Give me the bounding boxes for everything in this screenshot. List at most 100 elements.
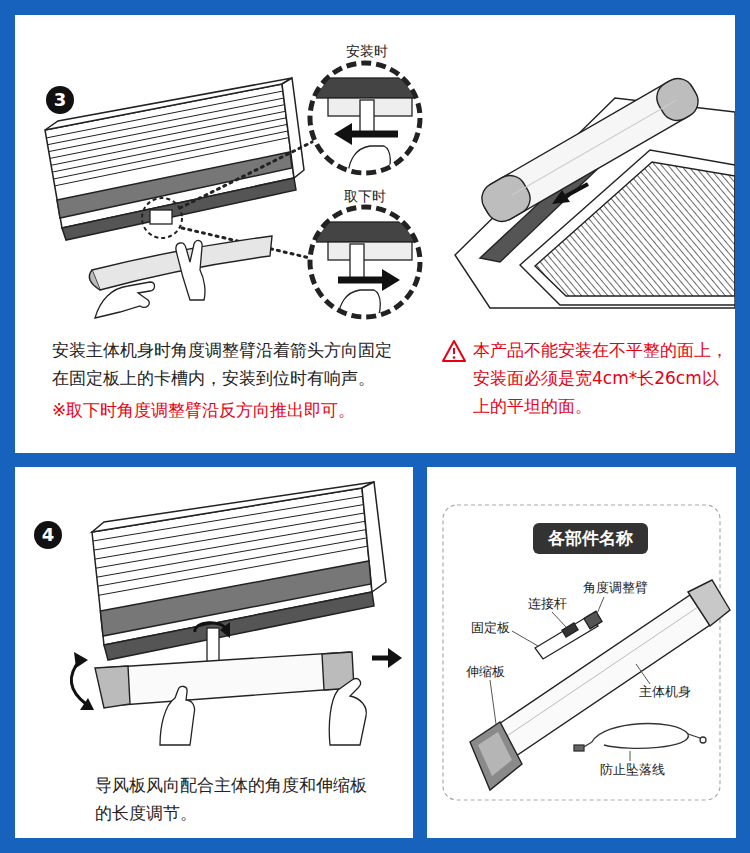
zoom-detail-remove bbox=[350, 244, 364, 278]
install-arrow bbox=[566, 184, 588, 196]
air-conditioner-unit bbox=[93, 496, 368, 595]
air-conditioner-unit bbox=[51, 118, 286, 166]
air-conditioner-unit bbox=[96, 521, 365, 568]
fixing-plate bbox=[535, 611, 602, 659]
deflector-panel bbox=[89, 270, 100, 290]
part-name: 主体机身 bbox=[639, 683, 691, 701]
install-arrow bbox=[552, 190, 570, 204]
air-conditioner-unit bbox=[93, 496, 363, 541]
part-name: 防止坠落线 bbox=[600, 761, 665, 779]
zoom-detail-remove bbox=[328, 242, 412, 260]
air-conditioner-unit bbox=[95, 513, 365, 559]
step-number: 4 bbox=[34, 521, 62, 549]
title-badge: 各部件名称 bbox=[533, 523, 648, 554]
air-conditioner-unit bbox=[92, 482, 374, 532]
adjust-illustration bbox=[71, 482, 402, 745]
air-conditioner-unit bbox=[54, 131, 289, 179]
air-conditioner-unit bbox=[100, 561, 371, 636]
mounting-bracket bbox=[142, 198, 182, 238]
hand bbox=[176, 240, 205, 300]
title-text: 各部件名称 bbox=[548, 530, 633, 547]
warning-symbol bbox=[443, 341, 465, 361]
leader-line bbox=[552, 612, 566, 627]
air-conditioner-unit bbox=[99, 546, 368, 595]
part-name: 固定板 bbox=[471, 619, 510, 637]
direction-arrow bbox=[80, 698, 94, 710]
deflector-cylinder bbox=[476, 73, 704, 228]
anti-fall-cord bbox=[592, 724, 688, 749]
leader-line bbox=[490, 597, 650, 761]
deflector-panel bbox=[100, 652, 350, 706]
deflector-cylinder bbox=[476, 170, 536, 228]
anti-fall-cord bbox=[574, 745, 584, 751]
install-illustration bbox=[45, 63, 735, 361]
zoom-detail-remove bbox=[382, 269, 400, 291]
instruction-panel: 导风板风向配合主体的角度和伸缩板的长度调节。 4 bbox=[15, 467, 413, 838]
instruction-text: 安装主体机身时角度调整臂沿着箭头方向固定在固定板上的卡槽内，安装到位时有响声。 bbox=[52, 336, 404, 392]
leader-line bbox=[490, 680, 496, 724]
step-number-text: 3 bbox=[54, 91, 67, 109]
air-conditioner-unit bbox=[94, 505, 364, 550]
zoom-detail-install bbox=[305, 78, 425, 178]
part-name: 角度调整臂 bbox=[583, 579, 648, 597]
air-conditioner-unit bbox=[50, 111, 286, 158]
end-cap bbox=[688, 580, 730, 626]
air-conditioner-unit bbox=[46, 91, 289, 186]
direction-arrow bbox=[388, 648, 402, 668]
zoom-detail-remove bbox=[305, 222, 425, 322]
warning-symbol bbox=[453, 348, 455, 354]
deflector-cylinder bbox=[651, 73, 704, 127]
air-conditioner-unit bbox=[57, 152, 292, 218]
air-conditioner-unit bbox=[52, 124, 287, 172]
step-number-text: 4 bbox=[42, 526, 55, 544]
direction-arrow bbox=[372, 656, 390, 661]
deflector-panel bbox=[95, 652, 354, 708]
air-conditioner-unit bbox=[49, 105, 285, 152]
leader-line bbox=[596, 597, 604, 616]
hand bbox=[329, 679, 366, 745]
air-conditioner-unit bbox=[55, 138, 289, 186]
deflector-cylinder bbox=[512, 100, 677, 195]
view-label: 安装时 bbox=[346, 43, 388, 61]
warning-symbol bbox=[453, 356, 456, 359]
hand bbox=[95, 282, 155, 318]
end-cap bbox=[688, 580, 730, 626]
hand bbox=[160, 679, 366, 745]
mounting-bracket bbox=[142, 198, 182, 238]
instruction-text: 导风板风向配合主体的角度和伸缩板的长度调节。 bbox=[95, 771, 375, 827]
leader-line bbox=[636, 664, 650, 684]
air-conditioner-unit bbox=[48, 98, 284, 145]
instruction-panel: 安装主体机身时角度调整臂沿着箭头方向固定在固定板上的卡槽内，安装到位时有响声。 ※… bbox=[15, 15, 735, 453]
view-label: 取下时 bbox=[344, 188, 386, 206]
zoom-detail-remove bbox=[305, 207, 425, 322]
fixing-plate bbox=[584, 611, 602, 628]
angle-arm bbox=[220, 622, 230, 638]
dashed-frame bbox=[443, 505, 720, 800]
install-arrow bbox=[552, 184, 588, 204]
anti-fall-cord bbox=[700, 737, 706, 743]
deflector-main-body bbox=[498, 607, 698, 742]
note-text: ※取下时角度调整臂沿反方向推出即可。 bbox=[52, 396, 404, 424]
air-conditioner-unit bbox=[46, 91, 283, 138]
zoom-detail-install bbox=[334, 123, 352, 145]
zoom-detail-remove bbox=[310, 207, 420, 317]
anti-fall-cord bbox=[688, 734, 700, 738]
zoom-detail-install bbox=[350, 131, 398, 138]
telescopic-plate bbox=[470, 722, 522, 790]
deflector-cylinder bbox=[476, 73, 704, 228]
parts-panel bbox=[427, 467, 736, 838]
zoom-detail-install bbox=[360, 100, 374, 134]
hand bbox=[160, 686, 195, 745]
warning-text: 本产品不能安装在不平整的面上，安装面必须是宽4cm*长26cm以上的平坦的面。 bbox=[473, 336, 735, 420]
mounting-bracket bbox=[150, 210, 172, 224]
telescopic-plate bbox=[470, 722, 522, 790]
zoom-detail-remove bbox=[338, 277, 384, 284]
zoom-leader bbox=[180, 142, 312, 208]
air-conditioner-unit bbox=[98, 538, 367, 586]
direction-arrow bbox=[74, 652, 88, 668]
part-name: 连接杆 bbox=[528, 595, 567, 613]
telescopic-plate bbox=[478, 732, 512, 776]
hand bbox=[95, 240, 205, 318]
step-number: 3 bbox=[46, 86, 74, 114]
